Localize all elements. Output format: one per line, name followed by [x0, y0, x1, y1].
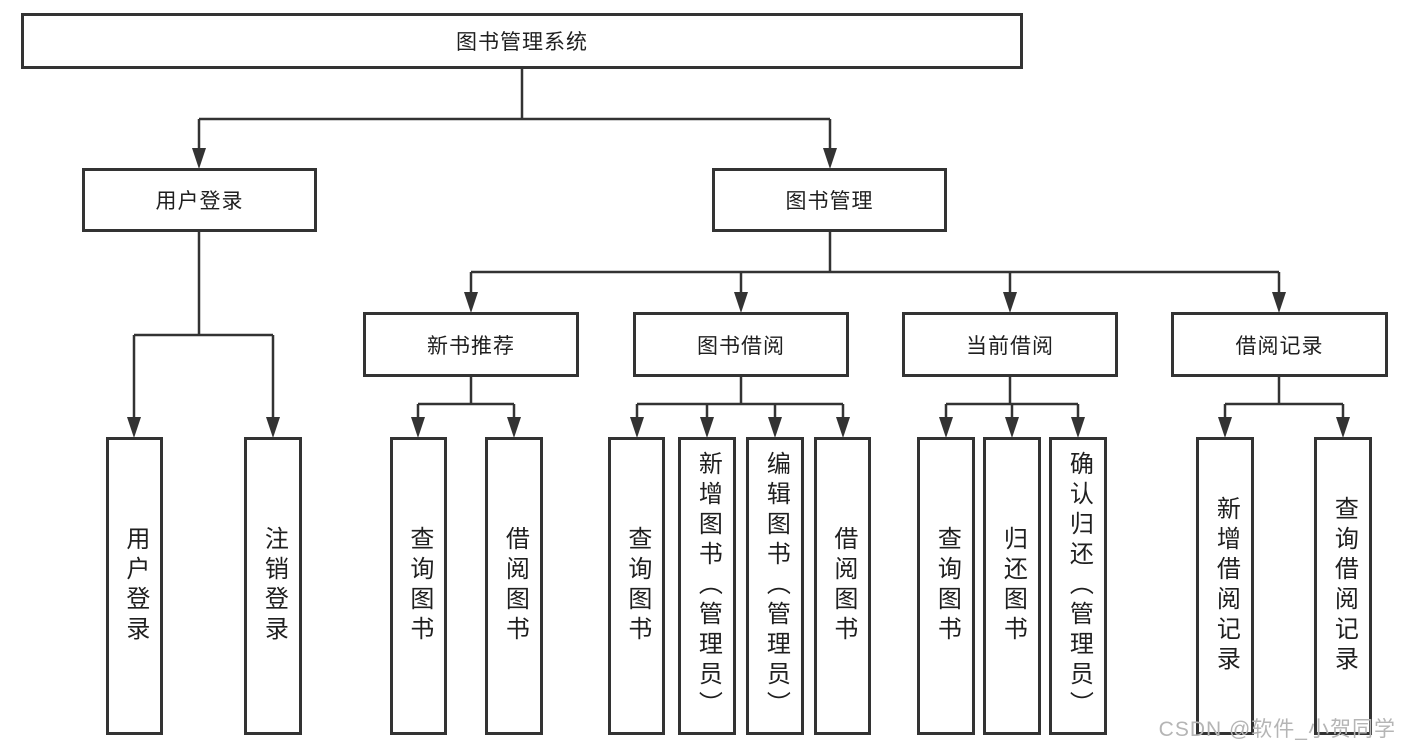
node-borrowing-records: 借阅记录 — [1171, 312, 1388, 377]
edge-root-to-level2 — [192, 69, 837, 169]
leaf-query-borrow-record-label: 查询借阅记录 — [1330, 496, 1358, 676]
leaf-borrow-books: 借阅图书 — [814, 437, 871, 735]
leaf-user-login: 用户登录 — [106, 437, 163, 735]
node-new-book-recommend-label: 新书推荐 — [427, 334, 515, 358]
leaf-borrow-books-recommend: 借阅图书 — [485, 437, 543, 735]
leaf-add-borrow-record: 新增借阅记录 — [1196, 437, 1254, 735]
node-book-management: 图书管理 — [712, 168, 947, 232]
leaf-add-borrow-record-label: 新增借阅记录 — [1212, 496, 1240, 676]
leaf-borrow-books-recommend-label: 借阅图书 — [501, 526, 529, 646]
node-user-login: 用户登录 — [82, 168, 317, 232]
edge-new-book-recommend-to-leaves — [411, 377, 521, 438]
leaf-logout-label: 注销登录 — [260, 526, 288, 646]
edge-user-login-to-leaves — [127, 232, 280, 438]
leaf-return-book-label: 归还图书 — [999, 526, 1027, 646]
node-book-borrowing-label: 图书借阅 — [697, 334, 785, 358]
node-root-system-label: 图书管理系统 — [456, 31, 588, 54]
node-user-login-label: 用户登录 — [155, 190, 244, 213]
leaf-add-book-admin-label: 新增图书（管理员） — [694, 451, 722, 721]
leaf-logout: 注销登录 — [244, 437, 302, 735]
node-root-system: 图书管理系统 — [21, 13, 1023, 69]
leaf-confirm-return-admin: 确认归还（管理员） — [1049, 437, 1107, 735]
node-book-management-label: 图书管理 — [785, 190, 874, 213]
node-borrowing-records-label: 借阅记录 — [1235, 334, 1324, 358]
leaf-query-books-borrowing: 查询图书 — [608, 437, 665, 735]
edge-borrowing-records-to-leaves — [1218, 377, 1350, 438]
leaf-user-login-label: 用户登录 — [121, 526, 149, 646]
edge-current-borrowing-to-leaves — [939, 377, 1085, 438]
node-current-borrowing: 当前借阅 — [902, 312, 1118, 377]
leaf-query-borrow-record: 查询借阅记录 — [1314, 437, 1372, 735]
leaf-add-book-admin: 新增图书（管理员） — [678, 437, 736, 735]
leaf-edit-book-admin: 编辑图书（管理员） — [746, 437, 804, 735]
csdn-watermark: CSDN @软件_小贺同学 — [1158, 718, 1396, 741]
leaf-query-books-current: 查询图书 — [917, 437, 975, 735]
leaf-query-books-recommend: 查询图书 — [390, 437, 447, 735]
node-current-borrowing-label: 当前借阅 — [966, 334, 1054, 358]
leaf-query-books-borrowing-label: 查询图书 — [623, 526, 651, 646]
node-book-borrowing: 图书借阅 — [633, 312, 849, 377]
leaf-borrow-books-label: 借阅图书 — [829, 526, 857, 646]
leaf-edit-book-admin-label: 编辑图书（管理员） — [762, 451, 790, 721]
leaf-return-book: 归还图书 — [983, 437, 1041, 735]
leaf-query-books-recommend-label: 查询图书 — [405, 526, 433, 646]
leaf-confirm-return-admin-label: 确认归还（管理员） — [1065, 451, 1093, 721]
edge-book-management-to-level3 — [464, 232, 1286, 313]
edge-book-borrowing-to-leaves — [630, 377, 850, 438]
node-new-book-recommend: 新书推荐 — [363, 312, 579, 377]
leaf-query-books-current-label: 查询图书 — [933, 526, 961, 646]
